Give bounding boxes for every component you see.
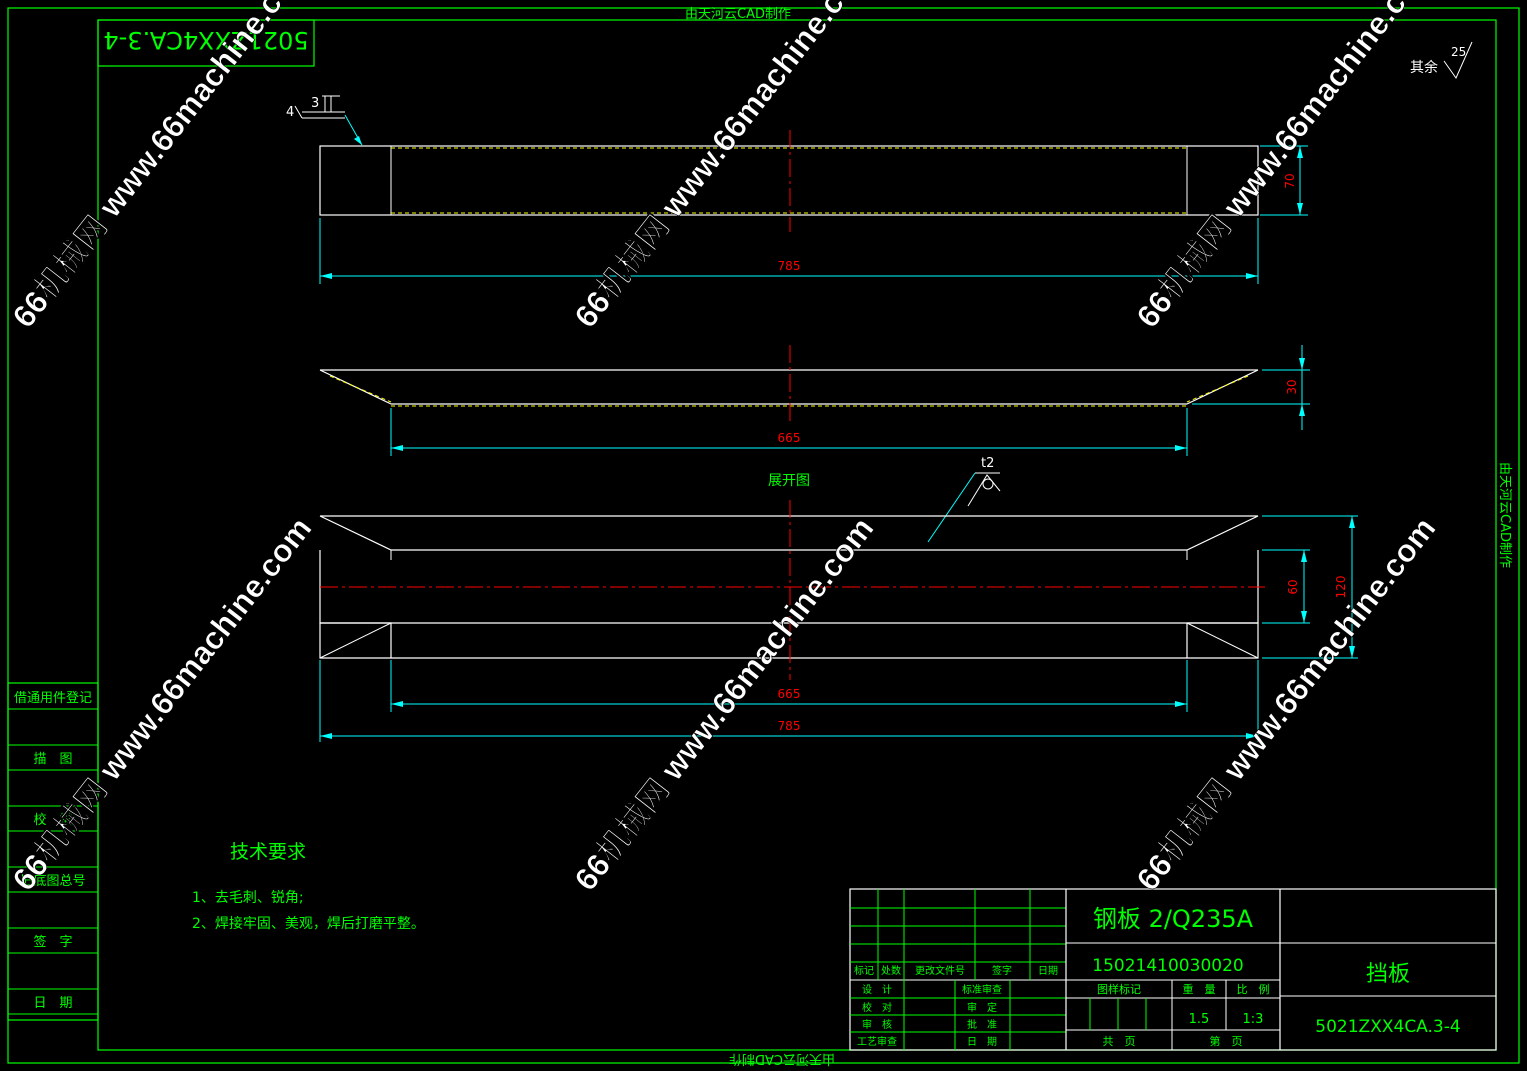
- sheets-total: 共 页: [1103, 1035, 1136, 1048]
- part-number: 15021410030020: [1092, 956, 1243, 976]
- middle-view: 665 30: [319, 345, 1310, 456]
- weld-num-b: 3: [311, 96, 319, 111]
- header-made-by: 由天河云CAD制作: [685, 7, 791, 22]
- thickness-label: t2: [981, 456, 994, 471]
- bottom-dim-height: 120: [1334, 576, 1348, 599]
- stage-header: 图样标记: [1097, 982, 1141, 996]
- weld-num-a: 4: [286, 105, 294, 120]
- outer-frame: [7, 7, 1520, 1064]
- approval-right-3: 日 期: [967, 1036, 997, 1048]
- rev-header-0: 标记: [854, 965, 874, 977]
- left-row-5: 日 期: [33, 996, 72, 1011]
- footer-made-by: 由天河云CAD制作: [729, 1051, 835, 1066]
- approval-right-1: 审 定: [967, 1001, 997, 1014]
- drawing-number: 5021ZXX4CA.3-4: [1315, 1017, 1460, 1037]
- weight-header: 重 量: [1183, 982, 1216, 996]
- bottom-dim-inner: 665: [778, 687, 801, 701]
- left-row-1: 描 图: [33, 752, 72, 767]
- roughness-value: 25: [1451, 45, 1466, 59]
- left-row-3: 旧底图总号: [20, 873, 85, 889]
- part-name: 挡板: [1366, 962, 1410, 987]
- watermark-3: 66机械网 www.66machine.com: [1129, 0, 1442, 334]
- left-row-4: 签 字: [33, 934, 72, 950]
- development-label: 展开图: [768, 473, 810, 489]
- left-row-2: 校 描: [33, 812, 72, 828]
- approval-right-2: 批 准: [967, 1018, 997, 1031]
- tech-requirements: 技术要求 1、去毛刺、锐角; 2、焊接牢固、美观，焊后打磨平整。: [192, 841, 425, 932]
- side-made-by: 由天河云CAD制作: [1497, 462, 1512, 568]
- middle-dim-width: 665: [778, 431, 801, 445]
- top-view: 785 70: [319, 130, 1308, 284]
- watermark-2: 66机械网 www.66machine.com: [567, 0, 880, 334]
- approval-left-3: 工艺审查: [857, 1035, 897, 1048]
- approval-right-0: 标准审查: [962, 983, 1002, 996]
- rev-header-4: 日期: [1038, 965, 1058, 977]
- rev-header-2: 更改文件号: [915, 964, 965, 977]
- title-block: 标记 处数 更改文件号 签字 日期 设 计 校 对 审 核 工艺审查 标准审查 …: [849, 888, 1497, 1051]
- left-side-table: 借通用件登记 描 图 校 描 旧底图总号 签 字 日 期: [7, 682, 99, 1021]
- top-dim-width: 785: [778, 259, 801, 273]
- rev-header-3: 签字: [992, 964, 1012, 977]
- scale-header: 比 例: [1237, 982, 1270, 996]
- bottom-dim-slot: 60: [1286, 579, 1300, 594]
- top-dim-height: 70: [1283, 173, 1297, 188]
- inner-frame: [97, 19, 1497, 1051]
- bottom-view: 展开图 t2 665 785 60: [319, 456, 1358, 742]
- bottom-dim-outer: 785: [778, 719, 801, 733]
- approval-left-2: 审 核: [862, 1018, 892, 1031]
- stamp-code: 5021ZXX4CA.3-4: [103, 26, 308, 54]
- tech-title: 技术要求: [230, 841, 306, 863]
- left-row-0: 借通用件登记: [14, 691, 92, 706]
- weld-symbol: 4 3: [286, 95, 363, 146]
- material: 钢板 2/Q235A: [1093, 905, 1254, 933]
- watermarks: 66机械网 www.66machine.com 66机械网 www.66mach…: [5, 0, 1443, 898]
- tech-item-2: 2、焊接牢固、美观，焊后打磨平整。: [192, 915, 425, 932]
- scale-value: 1:3: [1243, 1012, 1264, 1027]
- weight-value: 1.5: [1189, 1012, 1210, 1027]
- approval-left-0: 设 计: [862, 983, 892, 996]
- stamp-box: [97, 19, 315, 67]
- tech-item-1: 1、去毛刺、锐角;: [192, 890, 304, 906]
- sheet-number: 第 页: [1210, 1034, 1243, 1048]
- rev-header-1: 处数: [881, 964, 901, 977]
- middle-dim-height: 30: [1285, 379, 1299, 394]
- approval-left-1: 校 对: [862, 1001, 892, 1014]
- roughness-text: 其余: [1410, 59, 1438, 76]
- roughness-symbol: 其余 25: [1410, 41, 1473, 80]
